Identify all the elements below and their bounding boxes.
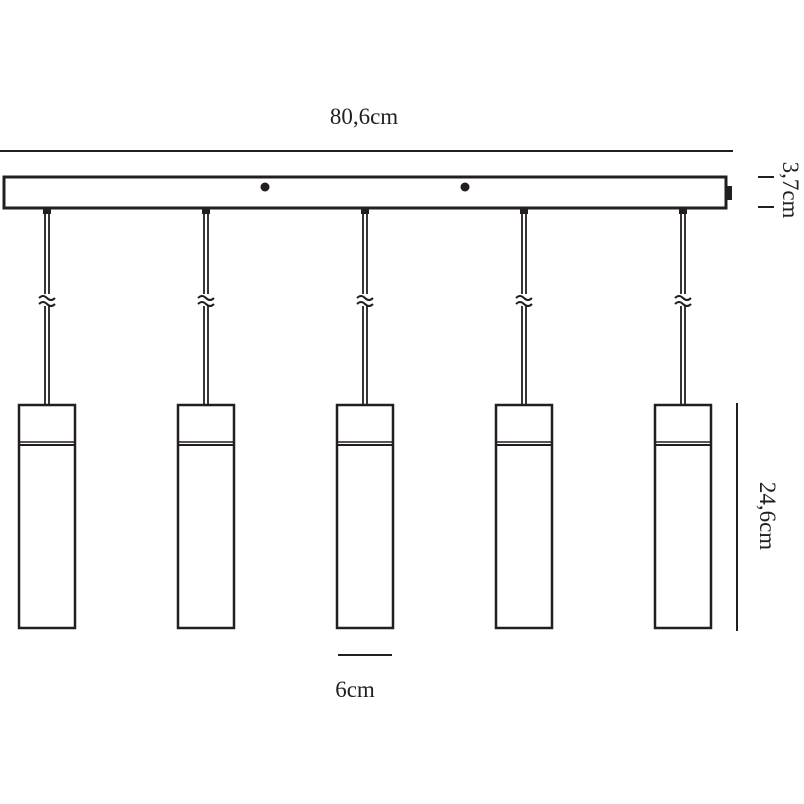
mounting-screw-right [460,182,470,192]
cord-break-mark-top [356,295,374,301]
cord-break-mark-bottom [197,301,215,307]
cord-connector [520,209,528,214]
cord-break-mark-bottom [38,301,56,307]
pendant-width-label: 6cm [335,677,375,702]
cord-break-mark-bottom [515,301,533,307]
pendant-4 [494,209,554,630]
pendant-shade [176,403,236,630]
cord-connector [679,209,687,214]
width-dimension-label: 80,6cm [330,104,398,129]
pendant-shade [653,403,713,630]
pendant-height-label: 24,6cm [755,482,780,550]
mounting-screw-left [260,182,270,192]
canopy-end-cap [726,186,732,200]
pendant-shade [494,403,554,630]
canopy-height-label: 3,7cm [778,162,803,219]
cord-break-mark-top [197,295,215,301]
cord-break-mark-top [674,295,692,301]
pendant-5 [653,209,713,630]
pendants [17,209,713,630]
pendant-shade [17,403,77,630]
cord-connector [43,209,51,214]
cord-break-mark-top [515,295,533,301]
cord-connector [202,209,210,214]
cord-connector [361,209,369,214]
pendant-3 [335,209,395,630]
pendant-1 [17,209,77,630]
cord-break-mark-bottom [356,301,374,307]
pendant-shade [335,403,395,630]
canopy-bar [2,175,728,210]
cord-break-mark-bottom [674,301,692,307]
cord-break-mark-top [38,295,56,301]
pendant-2 [176,209,236,630]
